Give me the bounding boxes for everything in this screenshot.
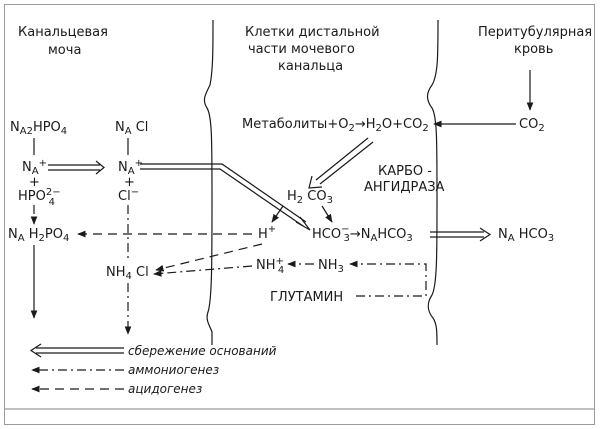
plus-mid: + — [124, 175, 135, 190]
arrow-h2co3-to-hco3 — [321, 205, 333, 223]
label-metabolism: Метаболиты+O2→H2O+CO2 — [242, 117, 429, 134]
label-h-plus: H+ — [258, 224, 276, 242]
header-urine-line2: моча — [48, 43, 81, 58]
legend-label-ammoniogenesis: аммониогенез — [128, 363, 219, 377]
header-cells-line1: Клетки дистальной — [245, 25, 380, 40]
label-carboanhydrase-1: КАРБО - — [378, 164, 432, 179]
label-h2co3: H2 CO3 — [287, 189, 333, 206]
right-cell-membrane — [426, 19, 439, 346]
arrow-h-to-nh4cl — [155, 243, 263, 272]
header-blood-line2: кровь — [514, 42, 553, 57]
arrow-nh4-to-nh4cl — [153, 265, 253, 277]
label-nahco3-blood: NA HCO3 — [498, 227, 554, 244]
label-nah2po4: NA H2PO4 — [8, 227, 69, 244]
header-urine-line1: Канальцевая — [18, 25, 108, 40]
arrow-nahco3-to-blood — [430, 227, 492, 242]
arrow-na-transfer — [48, 160, 105, 175]
label-nh4cl: NH4 Cl — [106, 265, 149, 282]
label-co2-blood: CO2 — [519, 117, 545, 134]
header-urine: Канальцевая моча — [18, 25, 108, 58]
header-cells-line2: части мочевого — [248, 42, 355, 57]
left-cell-membrane — [203, 19, 214, 345]
label-nacl: NA Cl — [115, 120, 148, 137]
figure-frame — [4, 4, 595, 425]
label-hpo4: HPO2−4 — [18, 187, 61, 208]
label-carboanhydrase-2: АНГИДРАЗА — [364, 180, 445, 195]
label-nh4-plus: NH+4 — [256, 256, 284, 276]
label-nh3: NH3 — [318, 258, 344, 275]
header-blood: Перитубулярная кровь — [478, 25, 592, 57]
arrow-glutamine-to-nh3 — [349, 260, 427, 297]
label-cl-minus: Cl− — [118, 187, 139, 204]
legend-label-acidogenesis: ацидогенез — [128, 382, 202, 396]
arrow-na-reabsorption — [140, 163, 311, 231]
arrow-h2co3-to-h — [271, 205, 284, 223]
plus-left: + — [29, 175, 40, 190]
legend-label-base-saving: сбережение оснований — [128, 344, 277, 358]
legend-double-arrow — [29, 343, 124, 358]
label-glutamine: ГЛУТАМИН — [270, 290, 343, 305]
legend: сбережение оснований аммониогенез ацидог… — [29, 343, 277, 396]
label-na2hpo4: NA2HPO4 — [10, 120, 67, 137]
label-hco3-to-nahco3: HCO−3→NAHCO3 — [312, 224, 413, 244]
arrow-co2-to-h2co3 — [308, 137, 374, 189]
header-cells: Клетки дистальной части мочевого канальц… — [245, 25, 380, 74]
header-cells-line3: канальца — [278, 59, 343, 74]
header-blood-line1: Перитубулярная — [478, 25, 592, 40]
